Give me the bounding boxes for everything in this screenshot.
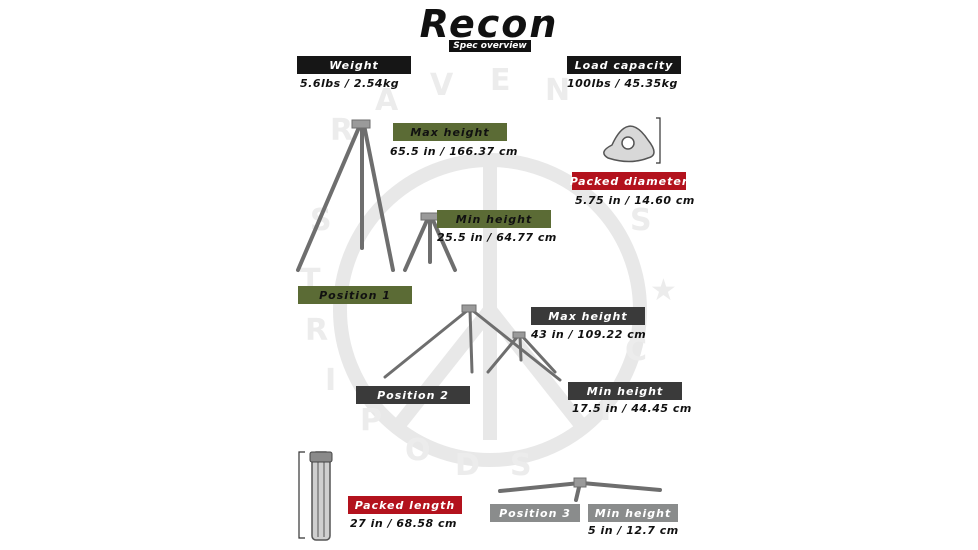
packed-diameter-illustration — [603, 117, 661, 164]
packed-length-label: Packed length — [348, 496, 462, 514]
packed-diameter-label: Packed diameter — [570, 172, 687, 190]
min-height-1-label: Min height — [437, 210, 551, 228]
max-height-2-label: Max height — [531, 307, 645, 325]
min-height-3-value: 5 in / 12.7 cm — [588, 524, 679, 537]
min-height-2-value: 17.5 in / 44.45 cm — [572, 402, 692, 415]
svg-text:D: D — [455, 448, 480, 483]
svg-text:R: R — [330, 113, 353, 148]
max-height-2-value: 43 in / 109.22 cm — [531, 328, 647, 341]
tripod-position-3-illustration — [498, 477, 662, 502]
min-height-1-value: 25.5 in / 64.77 cm — [437, 231, 557, 244]
tripod-max-height-illustration — [296, 119, 395, 272]
svg-text:E: E — [490, 63, 511, 98]
svg-text:I: I — [325, 363, 336, 398]
subtitle-badge: Spec overview — [449, 40, 531, 52]
max-height-1-label: Max height — [393, 123, 507, 141]
svg-text:R: R — [305, 313, 328, 348]
svg-text:O: O — [405, 433, 431, 468]
position-3-label: Position 3 — [490, 504, 580, 522]
packed-length-illustration — [298, 451, 333, 541]
position-2-label: Position 2 — [356, 386, 470, 404]
svg-text:A: A — [375, 83, 399, 118]
tripod-position-2-min-illustration — [486, 331, 557, 374]
weight-value: 5.6lbs / 2.54kg — [300, 77, 400, 90]
svg-text:P: P — [360, 403, 382, 438]
position-1-label: Position 1 — [298, 286, 412, 304]
svg-text:V: V — [430, 68, 454, 103]
load-capacity-label: Load capacity — [567, 56, 681, 74]
svg-text:S: S — [630, 203, 652, 238]
max-height-1-value: 65.5 in / 166.37 cm — [390, 145, 519, 158]
svg-text:N: N — [545, 73, 570, 108]
svg-text:I: I — [600, 393, 611, 428]
packed-length-value: 27 in / 68.58 cm — [350, 517, 458, 530]
load-capacity-value: 100lbs / 45.35kg — [567, 77, 678, 90]
page-title: Recon — [419, 2, 559, 46]
packed-diameter-value: 5.75 in / 14.60 cm — [575, 194, 695, 207]
tripod-min-height-illustration — [403, 212, 457, 272]
min-height-2-label: Min height — [568, 382, 682, 400]
min-height-3-label: Min height — [588, 504, 678, 522]
tripod-position-2-max-illustration — [383, 304, 562, 382]
svg-text:S: S — [510, 448, 532, 483]
weight-label: Weight — [297, 56, 411, 74]
svg-text:★: ★ — [650, 273, 677, 308]
svg-text:C: C — [625, 333, 647, 368]
